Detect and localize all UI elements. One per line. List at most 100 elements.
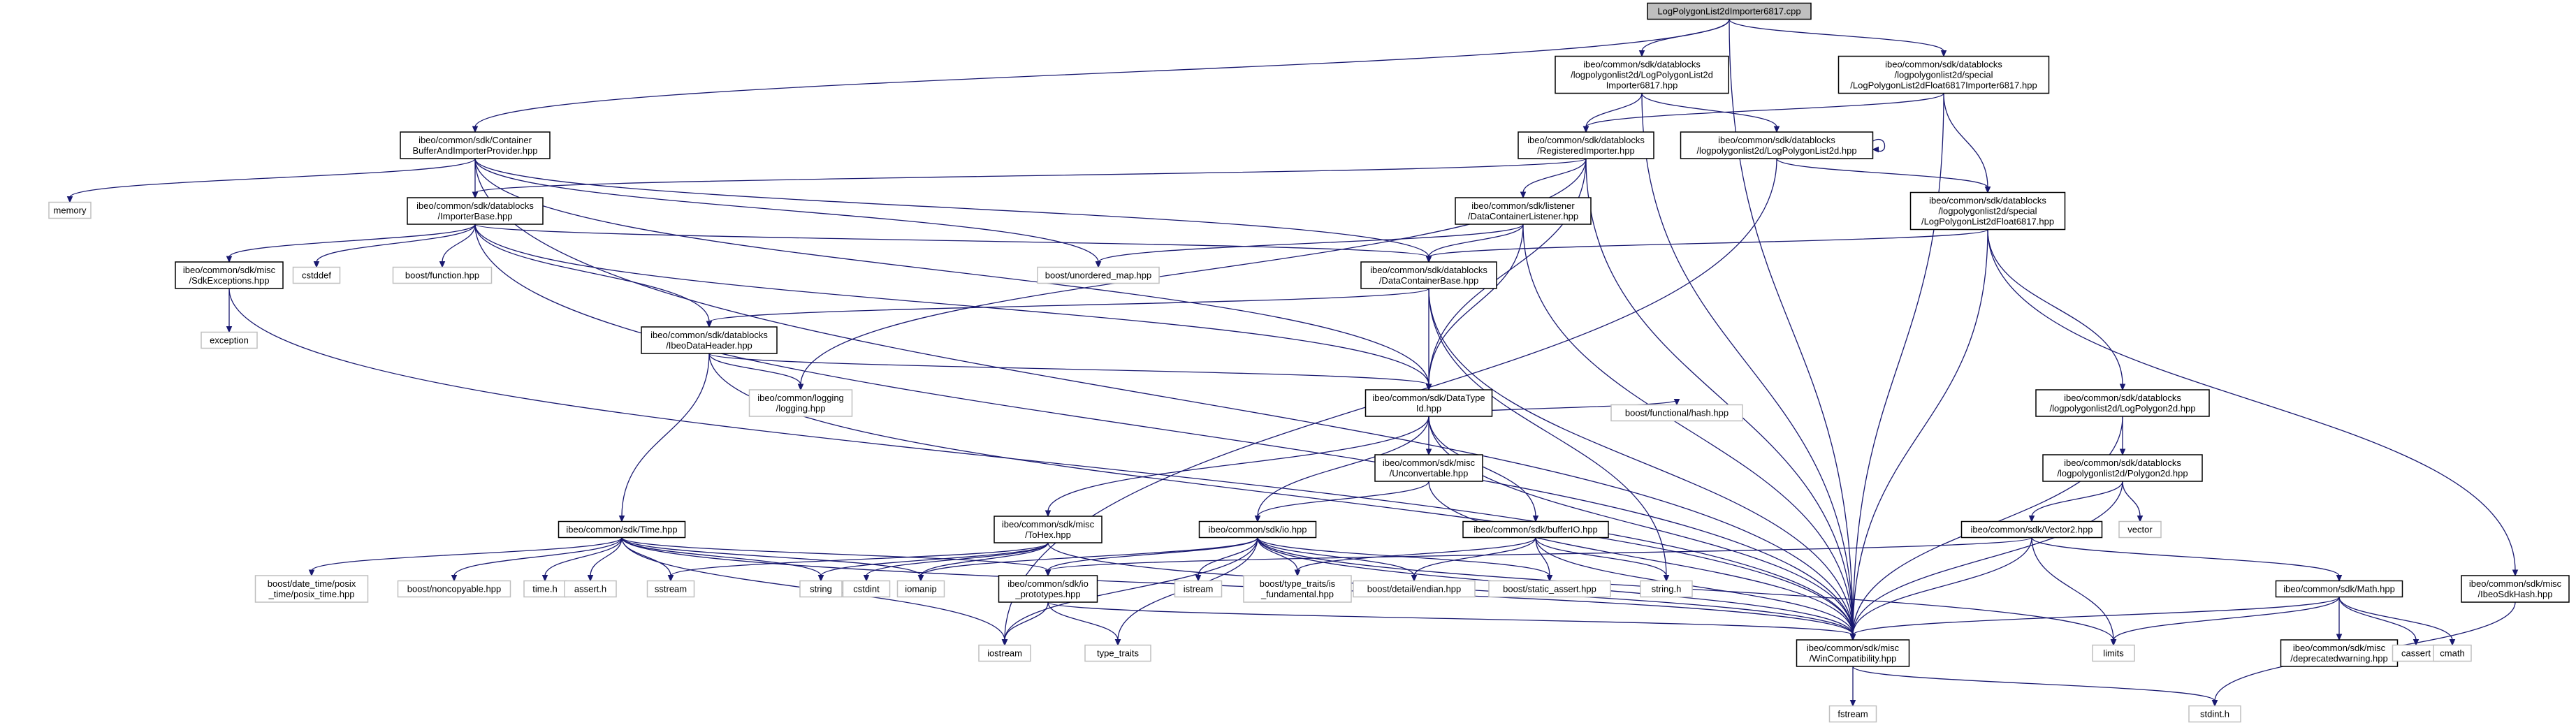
node-posix: boost/date_time/posix_time/posix_time.hp…: [254, 575, 369, 603]
edge-io-to-iomanip: [920, 537, 1258, 576]
node-box: [748, 389, 853, 417]
node-box: [201, 331, 258, 349]
node-typetraits_fund: boost/type_traits/is_fundamental.hpp: [1243, 575, 1352, 603]
node-label: _time/posix_time.hpp: [268, 589, 355, 599]
node-string: string: [799, 580, 843, 598]
node-label: /ImporterBase.hpp: [438, 211, 513, 221]
node-time[interactable]: ibeo/common/sdk/Time.hpp: [558, 520, 686, 539]
node-label: boost/type_traits/is: [1260, 578, 1336, 589]
node-iomanip: iomanip: [896, 580, 945, 598]
edge-arrowhead: [226, 256, 233, 263]
edge-lpf_imp-to-registered: [1585, 92, 1944, 128]
node-dcbase[interactable]: ibeo/common/sdk/datablocks/DataContainer…: [1360, 261, 1497, 289]
node-box: [1555, 55, 1729, 94]
node-label: type_traits: [1097, 648, 1139, 659]
edge-datatype-to-tohex: [1047, 416, 1429, 512]
edge-arrowhead: [1984, 187, 1991, 193]
edge-arrowhead: [2110, 639, 2117, 646]
node-label: /DataContainerBase.hpp: [1379, 275, 1478, 286]
edge-tohex-to-cstdint: [866, 542, 1049, 576]
node-label: cstddef: [302, 270, 331, 281]
node-label: /logpolygonlist2d/LogPolygonList2d: [1571, 70, 1713, 80]
node-box: [392, 266, 493, 284]
edge-arrowhead: [1114, 639, 1121, 646]
node-container_buf[interactable]: ibeo/common/sdk/ContainerBufferAndImport…: [400, 131, 551, 159]
node-sdkexc[interactable]: ibeo/common/sdk/misc/SdkExceptions.hpp: [175, 261, 284, 289]
node-label: /DataContainerListener.hpp: [1468, 211, 1578, 221]
node-label: iostream: [987, 648, 1022, 659]
node-unconv[interactable]: ibeo/common/sdk/misc/Unconvertable.hpp: [1374, 454, 1483, 482]
edge-datatype-to-io: [1257, 416, 1429, 517]
edge-root-to-lpf_imp: [1729, 19, 1944, 52]
node-poly2d[interactable]: ibeo/common/sdk/datablocks/logpolygonlis…: [2042, 454, 2203, 482]
node-type_traits: type_traits: [1084, 644, 1151, 662]
node-label: ibeo/common/sdk/datablocks: [416, 200, 534, 211]
node-label: assert.h: [574, 584, 606, 594]
node-box: [1796, 639, 1910, 667]
node-label: /RegisteredImporter.hpp: [1537, 145, 1634, 156]
node-label: ibeo/common/sdk/misc: [2469, 578, 2562, 589]
node-label: /logpolygonlist2d/special: [1895, 70, 1993, 80]
node-label: fstream: [1838, 709, 1868, 720]
edge-sdkexc-to-wincompat: [228, 288, 1854, 636]
edge-arrowhead: [1425, 448, 1432, 456]
node-lpl_imp[interactable]: ibeo/common/sdk/datablocks/logpolygonlis…: [1555, 55, 1729, 94]
edge-math-to-limits: [2113, 597, 2340, 641]
node-lpl[interactable]: ibeo/common/sdk/datablocks/logpolygonlis…: [1680, 131, 1874, 159]
node-label: ibeo/common/sdk/datablocks: [1527, 135, 1645, 145]
node-ioproto[interactable]: ibeo/common/sdk/io_prototypes.hpp: [998, 575, 1098, 603]
node-tohex[interactable]: ibeo/common/sdk/misc/ToHex.hpp: [994, 516, 1103, 543]
node-wincompat[interactable]: ibeo/common/sdk/misc/WinCompatibility.hp…: [1796, 639, 1910, 667]
node-registered[interactable]: ibeo/common/sdk/datablocks/RegisteredImp…: [1518, 131, 1654, 159]
edge-root-to-wincompat: [1729, 19, 1854, 636]
node-label: _fundamental.hpp: [1260, 589, 1334, 599]
edge-importer_base-to-sdkexc: [228, 224, 476, 258]
edge-arrowhead: [439, 261, 446, 268]
edge-io-to-iostream: [1004, 537, 1258, 641]
node-label: ibeo/common/sdk/datablocks: [2064, 393, 2181, 403]
node-bufio[interactable]: ibeo/common/sdk/bufferIO.hpp: [1462, 520, 1609, 539]
edge-importer_base-to-dcbase: [474, 224, 1429, 258]
node-label: ibeo/common/sdk/Math.hpp: [2283, 584, 2395, 594]
node-boostfunc: boost/function.hpp: [392, 266, 493, 284]
edge-time-to-posix: [311, 536, 623, 571]
nodes-layer: LogPolygonList2dImporter6817.cpp ibeo/com…: [48, 2, 2570, 723]
edge-root-to-container_buf: [474, 19, 1730, 128]
node-root[interactable]: LogPolygonList2dImporter6817.cpp: [1647, 2, 1812, 20]
node-importer_base[interactable]: ibeo/common/sdk/datablocks/ImporterBase.…: [407, 197, 544, 225]
node-math[interactable]: ibeo/common/sdk/Math.hpp: [2275, 580, 2403, 598]
edge-tohex-to-iomanip: [920, 542, 1049, 576]
edge-dcbase-to-stringh: [1428, 288, 1667, 576]
node-label: iomanip: [905, 584, 937, 594]
node-io[interactable]: ibeo/common/sdk/io.hpp: [1198, 520, 1317, 539]
node-lpf[interactable]: ibeo/common/sdk/datablocks/logpolygonlis…: [1909, 191, 2066, 231]
node-label: stdint.h: [2200, 709, 2229, 720]
node-lpf_imp[interactable]: ibeo/common/sdk/datablocks/logpolygonlis…: [1838, 55, 2050, 94]
edge-container_buf-to-memory: [69, 158, 476, 198]
node-timeh: time.h: [523, 580, 567, 598]
node-label: /LogPolygonList2dFloat6817.hpp: [1921, 217, 2054, 227]
node-label: /ToHex.hpp: [1025, 530, 1071, 540]
node-logging: ibeo/common/logging/logging.hpp: [748, 389, 853, 417]
node-ibeohdr[interactable]: ibeo/common/sdk/datablocks/IbeoDataHeade…: [641, 326, 778, 354]
node-listener[interactable]: ibeo/common/sdk/listener/DataContainerLi…: [1455, 197, 1592, 225]
node-label: cstdint: [853, 584, 880, 594]
edge-lpl_imp-to-wincompat: [1641, 93, 1854, 636]
node-label: /WinCompatibility.hpp: [1810, 653, 1897, 664]
node-label: BufferAndImporterProvider.hpp: [413, 145, 538, 156]
node-iostream: iostream: [978, 644, 1031, 662]
edge-listener-to-dcbase: [1428, 224, 1524, 258]
edge-arrowhead: [1254, 516, 1261, 523]
edge-arrowhead: [1546, 575, 1553, 582]
node-label: ibeo/common/sdk/datablocks: [1583, 59, 1701, 70]
node-sdkhash[interactable]: ibeo/common/sdk/misc/IbeoSdkHash.hpp: [2461, 575, 2570, 603]
edge-arrowhead: [1045, 569, 1051, 577]
node-box: [2433, 644, 2472, 662]
node-vector2[interactable]: ibeo/common/sdk/Vector2.hpp: [1960, 520, 2103, 539]
node-logpoly[interactable]: ibeo/common/sdk/datablocks/logpolygonlis…: [2035, 389, 2210, 417]
node-deprecated[interactable]: ibeo/common/sdk/misc/deprecatedwarning.h…: [2280, 639, 2399, 667]
edge-ibeohdr-to-time: [621, 353, 710, 517]
edge-arrowhead: [1195, 575, 1202, 582]
node-box: [1680, 131, 1874, 159]
